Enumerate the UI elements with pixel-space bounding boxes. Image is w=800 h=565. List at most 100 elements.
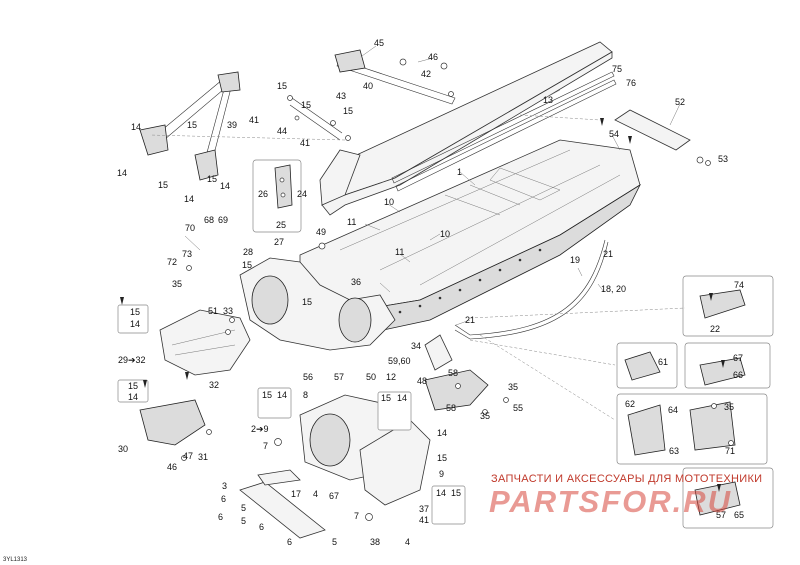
- callout-73: 73: [182, 249, 192, 259]
- bracket-30: [139, 399, 206, 446]
- callout-72: 72: [167, 257, 177, 267]
- callout-12: 12: [386, 372, 396, 382]
- callout-5: 5: [332, 537, 337, 547]
- callout-52: 52: [675, 97, 685, 107]
- callout-5: 5: [241, 503, 246, 513]
- callout-14: 14: [277, 390, 287, 400]
- callout-15: 15: [262, 390, 272, 400]
- callout-26: 26: [258, 189, 268, 199]
- callout-9: 9: [439, 469, 444, 479]
- callout-14: 14: [220, 181, 230, 191]
- diagram-code: 3YL1313: [3, 557, 28, 563]
- callout-18-20: 18, 20: [601, 284, 626, 294]
- callout-31: 31: [198, 452, 208, 462]
- callout-7: 7: [263, 441, 268, 451]
- callout-11: 11: [395, 247, 404, 257]
- callout-47: 47: [183, 451, 193, 461]
- callout-4: 4: [313, 489, 318, 499]
- hw-box-15-14-b: [377, 391, 412, 431]
- skid-3: [257, 469, 301, 486]
- callout-41: 41: [419, 515, 429, 525]
- callout-27: 27: [274, 237, 284, 247]
- callout-22: 22: [710, 324, 720, 334]
- callout-62: 62: [625, 399, 635, 409]
- callout-15: 15: [130, 307, 140, 317]
- callout-76: 76: [626, 78, 636, 88]
- callout-29-32: 29➔32: [118, 355, 146, 365]
- callout-15: 15: [381, 393, 391, 403]
- pointer-arrow-icon: [120, 118, 725, 492]
- callout-15: 15: [242, 260, 252, 270]
- callout-21: 21: [465, 315, 475, 325]
- callout-13: 13: [543, 95, 553, 105]
- rail-75: [391, 71, 615, 184]
- callout-14: 14: [117, 168, 127, 178]
- bracket-34: [424, 334, 453, 371]
- callout-15: 15: [128, 381, 138, 391]
- callout-25: 25: [276, 220, 286, 230]
- callout-14: 14: [131, 122, 141, 132]
- callout-6: 6: [218, 512, 223, 522]
- callout-64: 64: [668, 405, 678, 415]
- callout-19: 19: [570, 255, 580, 265]
- callout-14: 14: [436, 488, 446, 498]
- callout-15: 15: [277, 81, 287, 91]
- callout-75: 75: [612, 64, 622, 74]
- callout-43: 43: [336, 91, 346, 101]
- callout-15: 15: [451, 488, 461, 498]
- callout-15: 15: [301, 100, 311, 110]
- callout-67: 67: [329, 491, 339, 501]
- callout-59-60: 59,60: [388, 356, 411, 366]
- callout-58: 58: [446, 403, 456, 413]
- callout-2-9: 2➔9: [251, 424, 269, 434]
- callout-71: 71: [725, 446, 735, 456]
- callout-15: 15: [187, 120, 197, 130]
- callout-7: 7: [354, 511, 359, 521]
- callout-69: 69: [218, 215, 228, 225]
- hw-box-15-14: [257, 387, 292, 419]
- callout-28: 28: [243, 247, 253, 257]
- callout-53: 53: [718, 154, 728, 164]
- callout-35: 35: [480, 411, 490, 421]
- callout-15: 15: [437, 453, 447, 463]
- callout-14: 14: [437, 428, 447, 438]
- callout-6: 6: [259, 522, 264, 532]
- callout-46: 46: [167, 462, 177, 472]
- callout-33: 33: [223, 306, 233, 316]
- callout-8: 8: [303, 390, 308, 400]
- callout-57: 57: [716, 510, 726, 520]
- bracket-58: [424, 369, 489, 411]
- callout-17: 17: [291, 489, 301, 499]
- support-rod: [289, 97, 343, 141]
- callout-66: 66: [733, 370, 743, 380]
- drawing: [117, 41, 774, 539]
- callout-15: 15: [158, 180, 168, 190]
- callout-6: 6: [287, 537, 292, 547]
- callout-34: 34: [411, 341, 421, 351]
- callout-15: 15: [343, 106, 353, 116]
- callout-37: 37: [419, 504, 429, 514]
- callout-36: 36: [351, 277, 361, 287]
- callout-35: 35: [508, 382, 518, 392]
- callout-67: 67: [733, 353, 743, 363]
- hw-box-14-15-c: [431, 485, 466, 525]
- callout-40: 40: [363, 81, 373, 91]
- watermark-tagline: ЗАПЧАСТИ И АКСЕССУАРЫ ДЛЯ МОТОТЕХНИКИ: [491, 473, 762, 485]
- callout-41: 41: [300, 138, 310, 148]
- tube-18-20: [454, 239, 606, 336]
- callout-14: 14: [397, 393, 407, 403]
- callout-15: 15: [302, 297, 312, 307]
- callout-42: 42: [421, 69, 431, 79]
- callout-35: 35: [724, 402, 734, 412]
- callout-5: 5: [241, 516, 246, 526]
- watermark-brand: PARTSFOR.RU: [489, 484, 732, 519]
- rear-plate-52: [614, 109, 691, 151]
- callout-21: 21: [603, 249, 613, 259]
- watermark: ЗАПЧАСТИ И АКСЕССУАРЫ ДЛЯ МОТОТЕХНИКИ PA…: [489, 473, 762, 519]
- callout-48: 48: [417, 376, 427, 386]
- callout-38: 38: [370, 537, 380, 547]
- hw-box-15-14-d: [117, 304, 149, 334]
- callout-70: 70: [185, 223, 195, 233]
- callout-30: 30: [118, 444, 128, 454]
